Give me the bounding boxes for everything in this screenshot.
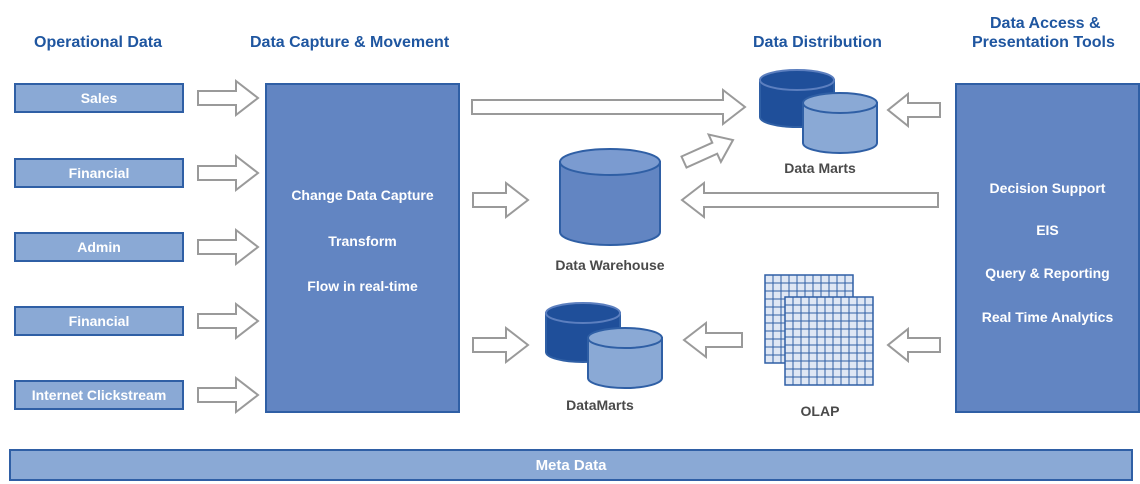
olap-grid-front	[784, 296, 874, 386]
heading-data-access-line1: Data Access &	[990, 15, 1101, 32]
capture-line-transform: Transform	[328, 233, 397, 249]
arrow-source-2-to-capture	[197, 153, 260, 193]
heading-data-access-line2: Presentation Tools	[972, 34, 1115, 51]
source-admin: Admin	[14, 232, 184, 262]
data-marts-cylinders-icon	[759, 69, 878, 154]
arrow-capture-to-data-marts	[471, 87, 747, 127]
arrow-capture-to-datamarts	[472, 325, 530, 365]
source-internet-clickstream: Internet Clickstream	[14, 380, 184, 410]
capture-line-flow: Flow in real-time	[307, 278, 418, 294]
source-financial: Financial	[14, 158, 184, 188]
capture-line-change-data: Change Data Capture	[291, 187, 434, 203]
label-data-warehouse: Data Warehouse	[555, 257, 665, 273]
meta-data-bar: Meta Data	[9, 449, 1133, 481]
label-datamarts-lower: DataMarts	[566, 397, 634, 413]
arrow-source-1-to-capture	[197, 78, 260, 118]
tool-eis: EIS	[1036, 222, 1059, 238]
arrow-tools-to-data-marts	[886, 91, 941, 129]
arrow-source-5-to-capture	[197, 375, 260, 415]
arrow-capture-to-warehouse	[472, 180, 530, 220]
tool-real-time-analytics: Real Time Analytics	[981, 309, 1114, 325]
presentation-tools-box: Decision Support EIS Query & Reporting R…	[955, 83, 1140, 413]
arrow-tools-to-warehouse	[680, 180, 939, 220]
label-data-marts: Data Marts	[784, 160, 856, 176]
arrow-source-3-to-capture	[197, 227, 260, 267]
arrow-source-4-to-capture	[197, 301, 260, 341]
arrow-tools-to-olap	[886, 326, 941, 364]
data-warehouse-cylinder-icon	[559, 148, 661, 246]
source-sales: Sales	[14, 83, 184, 113]
arrow-warehouse-to-data-marts	[680, 133, 735, 169]
tool-query-reporting: Query & Reporting	[985, 265, 1110, 281]
heading-data-capture-movement: Data Capture & Movement	[250, 34, 450, 51]
heading-operational-data: Operational Data	[34, 34, 163, 51]
tool-decision-support: Decision Support	[989, 180, 1106, 196]
datamarts-lower-cylinders-icon	[545, 302, 663, 389]
arrow-olap-to-datamarts	[682, 320, 743, 360]
olap-cube-icon	[764, 274, 874, 386]
heading-data-distribution: Data Distribution	[753, 34, 882, 51]
source-financial-2: Financial	[14, 306, 184, 336]
label-olap: OLAP	[800, 403, 840, 419]
data-capture-box: Change Data Capture Transform Flow in re…	[265, 83, 460, 413]
